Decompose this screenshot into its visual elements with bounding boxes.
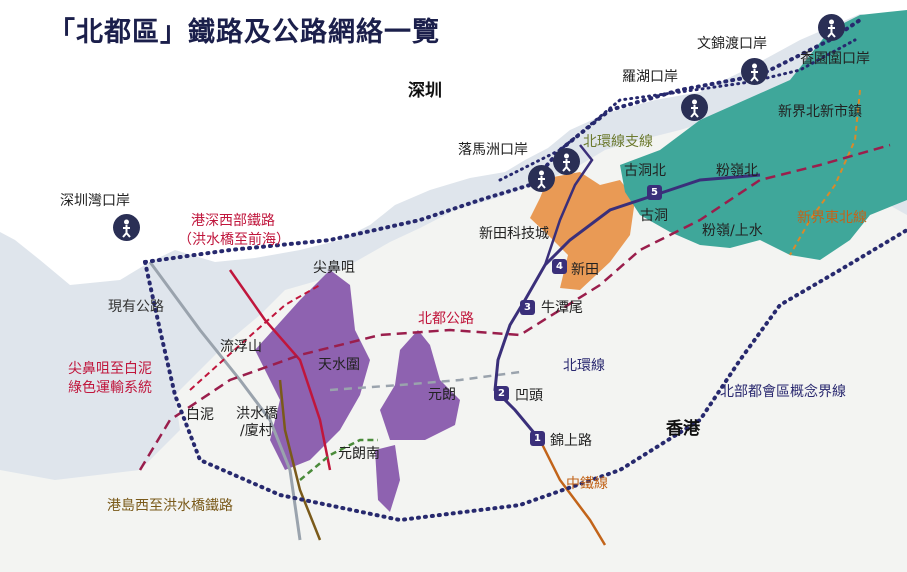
port-label-shenzhen-bay: 深圳灣口岸 <box>60 193 130 209</box>
station-name-5: 古洞 <box>640 208 668 224</box>
label-existing-road: 現有公路 <box>108 299 164 315</box>
port-label-man-kam-to: 文錦渡口岸 <box>697 36 767 52</box>
label-western-rail-sub: （洪水橋至前海） <box>178 232 290 248</box>
person-icon <box>537 170 546 189</box>
label-northern-link-spur: 北環線支線 <box>583 134 653 150</box>
place-ha-tsuen: /廈村 <box>240 423 273 439</box>
place-fanling-north: 粉嶺北 <box>716 163 758 179</box>
place-yuen-long: 元朗 <box>428 387 456 403</box>
region-shenzhen: 深圳 <box>408 81 442 101</box>
person-icon <box>750 63 759 82</box>
port-icon-lok-ma-chau-2[interactable] <box>528 165 555 192</box>
ne-nt-line <box>789 89 861 256</box>
port-icon-man-kam-to[interactable] <box>741 58 768 85</box>
station-badge-3[interactable]: 3 <box>520 300 535 315</box>
western-rail-line <box>228 269 332 471</box>
label-tuen-ma-line: 中鐵線 <box>566 476 608 492</box>
port-label-heung-yuen-wai: 香園圍口岸 <box>800 51 870 67</box>
place-nt-north-town: 新界北新市鎮 <box>778 104 862 120</box>
region-hongkong: 香港 <box>666 419 700 439</box>
port-icon-shenzhen-bay[interactable] <box>113 214 140 241</box>
green-transit-line <box>189 284 321 391</box>
station-badge-2[interactable]: 2 <box>494 386 509 401</box>
tuen-ma-line <box>538 439 607 546</box>
station-name-3: 牛潭尾 <box>541 300 583 316</box>
label-green-transit-2: 綠色運輸系統 <box>68 380 152 396</box>
boundary-line <box>143 18 862 264</box>
place-fanling-sheung-shui: 粉嶺/上水 <box>702 223 763 239</box>
place-kwu-tung-north: 古洞北 <box>624 163 666 179</box>
label-western-rail: 港深西部鐵路 <box>191 213 275 229</box>
yuen-long-south-development <box>375 445 400 512</box>
northern-metro-highway <box>138 143 891 471</box>
label-green-transit: 尖鼻咀至白泥 <box>68 361 152 377</box>
northern-link-spur <box>543 144 594 266</box>
north-east-development <box>620 10 907 260</box>
map-title: 「北都區」鐵路及公路網絡一覽 <box>48 17 440 48</box>
place-tin-shui-wai: 天水圍 <box>318 357 360 373</box>
station-badge-4[interactable]: 4 <box>552 259 567 274</box>
person-icon <box>690 99 699 118</box>
yuen-long-south-rail <box>299 438 378 481</box>
port-label-lok-ma-chau: 落馬洲口岸 <box>458 142 528 158</box>
port-icon-lo-wu[interactable] <box>681 94 708 121</box>
place-lau-fau-shan: 流浮山 <box>220 339 262 355</box>
label-northern-metro-highway: 北都公路 <box>418 311 474 327</box>
place-yuen-long-south: 元朗南 <box>338 446 380 462</box>
shenzhen-land <box>0 0 907 285</box>
place-pak-nai: 白泥 <box>186 407 214 423</box>
label-northern-link: 北環線 <box>563 358 605 374</box>
person-icon <box>122 219 131 238</box>
label-boundary: 北部都會區概念界線 <box>720 384 846 400</box>
station-name-1: 錦上路 <box>550 433 592 449</box>
existing-road-grey-2 <box>329 370 521 392</box>
place-hung-shui-kiu: 洪水橋 <box>236 406 278 422</box>
place-san-tin-tech: 新田科技城 <box>479 226 549 242</box>
existing-road-grey <box>148 261 302 541</box>
port-label-lo-wu: 羅湖口岸 <box>622 69 678 85</box>
station-badge-1[interactable]: 1 <box>530 431 545 446</box>
port-icon-lok-ma-chau[interactable] <box>553 148 580 175</box>
hk-west-hsk-rail <box>278 379 322 541</box>
boundary-line-south <box>143 228 907 523</box>
person-icon <box>562 153 571 172</box>
label-hk-west-hsk-rail: 港島西至洪水橋鐵路 <box>107 498 233 514</box>
person-icon <box>827 19 836 38</box>
place-tsim-bei-tsui: 尖鼻咀 <box>313 260 355 276</box>
port-icon-heung-yuen-wai[interactable] <box>818 14 845 41</box>
label-ne-nt-line: 新界東北線 <box>797 210 867 226</box>
station-badge-5[interactable]: 5 <box>647 185 662 200</box>
station-name-4: 新田 <box>571 262 599 278</box>
station-name-2: 凹頭 <box>515 388 543 404</box>
yuen-long-development <box>380 330 460 440</box>
